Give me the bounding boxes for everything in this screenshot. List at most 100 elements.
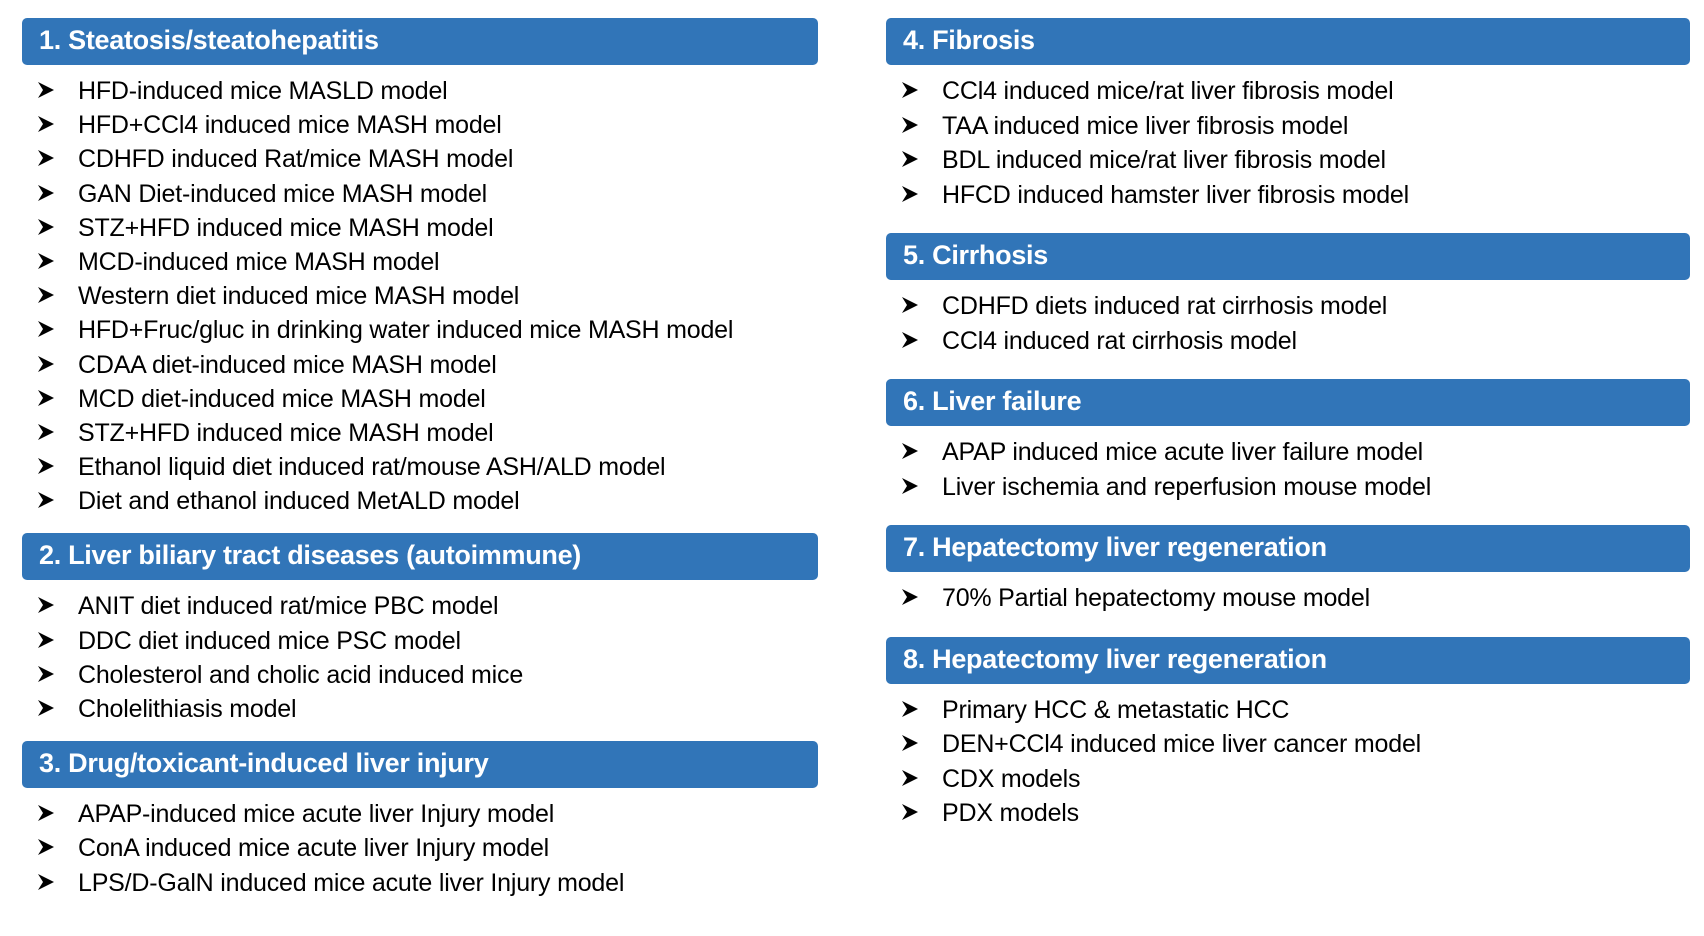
list-item-label: DDC diet induced mice PSC model xyxy=(78,626,461,655)
list-item: HFD+CCl4 induced mice MASH model xyxy=(22,113,818,147)
list-item: Primary HCC & metastatic HCC xyxy=(886,695,1690,733)
arrowhead-bullet-icon xyxy=(36,491,58,509)
arrowhead-bullet-icon xyxy=(36,699,58,717)
section-1-list: HFD-induced mice MASLD model HFD+CCl4 in… xyxy=(22,79,818,523)
arrowhead-bullet-icon xyxy=(900,769,922,787)
list-item-label: APAP-induced mice acute liver Injury mod… xyxy=(78,800,555,829)
arrowhead-bullet-icon xyxy=(36,665,58,683)
section-header-1: 1. Steatosis/steatohepatitis xyxy=(22,18,818,65)
list-item: CCl4 induced mice/rat liver fibrosis mod… xyxy=(886,79,1690,114)
arrowhead-bullet-icon xyxy=(36,631,58,649)
list-item-label: CDX models xyxy=(942,764,1081,793)
section-6: 6. Liver failure APAP induced mice acute… xyxy=(886,379,1690,509)
list-item: STZ+HFD induced mice MASH model xyxy=(22,418,818,455)
arrowhead-bullet-icon xyxy=(900,477,922,495)
arrowhead-bullet-icon xyxy=(36,423,58,441)
arrowhead-bullet-icon xyxy=(900,116,922,134)
list-item: CDAA diet-induced mice MASH model xyxy=(22,352,818,387)
arrowhead-bullet-icon xyxy=(36,804,58,822)
list-item-label: Diet and ethanol induced MetALD model xyxy=(78,487,520,516)
list-item-label: Western diet induced mice MASH model xyxy=(78,282,520,311)
section-header-6: 6. Liver failure xyxy=(886,379,1690,426)
list-item: Liver ischemia and reperfusion mouse mod… xyxy=(886,472,1690,510)
arrowhead-bullet-icon xyxy=(36,286,58,304)
list-item: CDHFD diets induced rat cirrhosis model xyxy=(886,294,1690,329)
list-item: MCD-induced mice MASH model xyxy=(22,247,818,284)
list-item-label: HFD+CCl4 induced mice MASH model xyxy=(78,111,502,140)
section-5: 5. Cirrhosis CDHFD diets induced rat cir… xyxy=(886,233,1690,363)
list-item-label: LPS/D-GalN induced mice acute liver Inju… xyxy=(78,868,625,897)
list-item-label: Liver ischemia and reperfusion mouse mod… xyxy=(942,472,1432,501)
arrowhead-bullet-icon xyxy=(900,185,922,203)
list-item: DEN+CCl4 induced mice liver cancer model xyxy=(886,732,1690,767)
arrowhead-bullet-icon xyxy=(36,596,58,614)
list-item: APAP-induced mice acute liver Injury mod… xyxy=(22,802,818,836)
list-item: Diet and ethanol induced MetALD model xyxy=(22,489,818,523)
list-item: HFCD induced hamster liver fibrosis mode… xyxy=(886,182,1690,218)
section-2: 2. Liver biliary tract diseases (autoimm… xyxy=(22,533,818,731)
section-8-list: Primary HCC & metastatic HCC DEN+CCl4 in… xyxy=(886,695,1690,836)
list-item-label: STZ+HFD induced mice MASH model xyxy=(78,418,494,447)
arrowhead-bullet-icon xyxy=(36,838,58,856)
list-item: HFD-induced mice MASLD model xyxy=(22,79,818,113)
section-7: 7. Hepatectomy liver regeneration 70% Pa… xyxy=(886,525,1690,621)
list-item: APAP induced mice acute liver failure mo… xyxy=(886,440,1690,475)
arrowhead-bullet-icon xyxy=(900,81,922,99)
list-item-label: STZ+HFD induced mice MASH model xyxy=(78,213,494,242)
section-4: 4. Fibrosis CCl4 induced mice/rat liver … xyxy=(886,18,1690,217)
arrowhead-bullet-icon xyxy=(36,355,58,373)
list-item: 70% Partial hepatectomy mouse model xyxy=(886,586,1690,621)
column-right: 4. Fibrosis CCl4 induced mice/rat liver … xyxy=(818,0,1704,836)
list-item: GAN Diet-induced mice MASH model xyxy=(22,179,818,216)
arrowhead-bullet-icon xyxy=(36,218,58,236)
section-header-2: 2. Liver biliary tract diseases (autoimm… xyxy=(22,533,818,581)
list-item: Western diet induced mice MASH model xyxy=(22,284,818,318)
column-left: 1. Steatosis/steatohepatitis HFD-induced… xyxy=(0,0,818,905)
arrowhead-bullet-icon xyxy=(36,873,58,891)
list-item: CDHFD induced Rat/mice MASH model xyxy=(22,147,818,181)
section-7-list: 70% Partial hepatectomy mouse model xyxy=(886,586,1690,621)
list-item-label: CDHFD induced Rat/mice MASH model xyxy=(78,145,514,174)
arrowhead-bullet-icon xyxy=(36,184,58,202)
section-3: 3. Drug/toxicant-induced liver injury AP… xyxy=(22,741,818,905)
list-item: Ethanol liquid diet induced rat/mouse AS… xyxy=(22,455,818,489)
arrowhead-bullet-icon xyxy=(36,457,58,475)
arrowhead-bullet-icon xyxy=(36,149,58,167)
arrowhead-bullet-icon xyxy=(900,296,922,314)
list-item-label: BDL induced mice/rat liver fibrosis mode… xyxy=(942,146,1386,174)
list-item: BDL induced mice/rat liver fibrosis mode… xyxy=(886,148,1690,183)
list-item: ANIT diet induced rat/mice PBC model xyxy=(22,594,818,628)
list-item: STZ+HFD induced mice MASH model xyxy=(22,213,818,250)
arrowhead-bullet-icon xyxy=(900,442,922,460)
list-item-label: MCD diet-induced mice MASH model xyxy=(78,384,486,413)
arrowhead-bullet-icon xyxy=(36,320,58,338)
arrowhead-bullet-icon xyxy=(900,588,922,606)
list-item-label: GAN Diet-induced mice MASH model xyxy=(78,179,488,208)
section-header-3: 3. Drug/toxicant-induced liver injury xyxy=(22,741,818,789)
list-item-label: TAA induced mice liver fibrosis model xyxy=(942,111,1349,140)
list-item-label: CCl4 induced mice/rat liver fibrosis mod… xyxy=(942,77,1394,105)
arrowhead-bullet-icon xyxy=(36,252,58,270)
arrowhead-bullet-icon xyxy=(900,803,922,821)
list-item-label: Primary HCC & metastatic HCC xyxy=(942,695,1290,724)
list-item: CCl4 induced rat cirrhosis model xyxy=(886,326,1690,364)
section-2-list: ANIT diet induced rat/mice PBC model DDC… xyxy=(22,594,818,731)
arrowhead-bullet-icon xyxy=(900,150,922,168)
list-item-label: APAP induced mice acute liver failure mo… xyxy=(942,438,1423,466)
section-1: 1. Steatosis/steatohepatitis HFD-induced… xyxy=(22,18,818,523)
list-item: MCD diet-induced mice MASH model xyxy=(22,384,818,421)
list-item: Cholelithiasis model xyxy=(22,697,818,731)
section-header-7: 7. Hepatectomy liver regeneration xyxy=(886,525,1690,572)
list-item-label: HFD-induced mice MASLD model xyxy=(78,77,448,105)
section-3-list: APAP-induced mice acute liver Injury mod… xyxy=(22,802,818,905)
list-item: PDX models xyxy=(886,801,1690,836)
list-item-label: CCl4 induced rat cirrhosis model xyxy=(942,326,1297,355)
section-4-list: CCl4 induced mice/rat liver fibrosis mod… xyxy=(886,79,1690,217)
list-item: TAA induced mice liver fibrosis model xyxy=(886,111,1690,149)
arrowhead-bullet-icon xyxy=(36,81,58,99)
list-item: Cholesterol and cholic acid induced mice xyxy=(22,662,818,697)
list-item: HFD+Fruc/gluc in drinking water induced … xyxy=(22,318,818,352)
list-item-label: MCD-induced mice MASH model xyxy=(78,247,440,276)
list-item-label: HFD+Fruc/gluc in drinking water induced … xyxy=(78,316,734,345)
